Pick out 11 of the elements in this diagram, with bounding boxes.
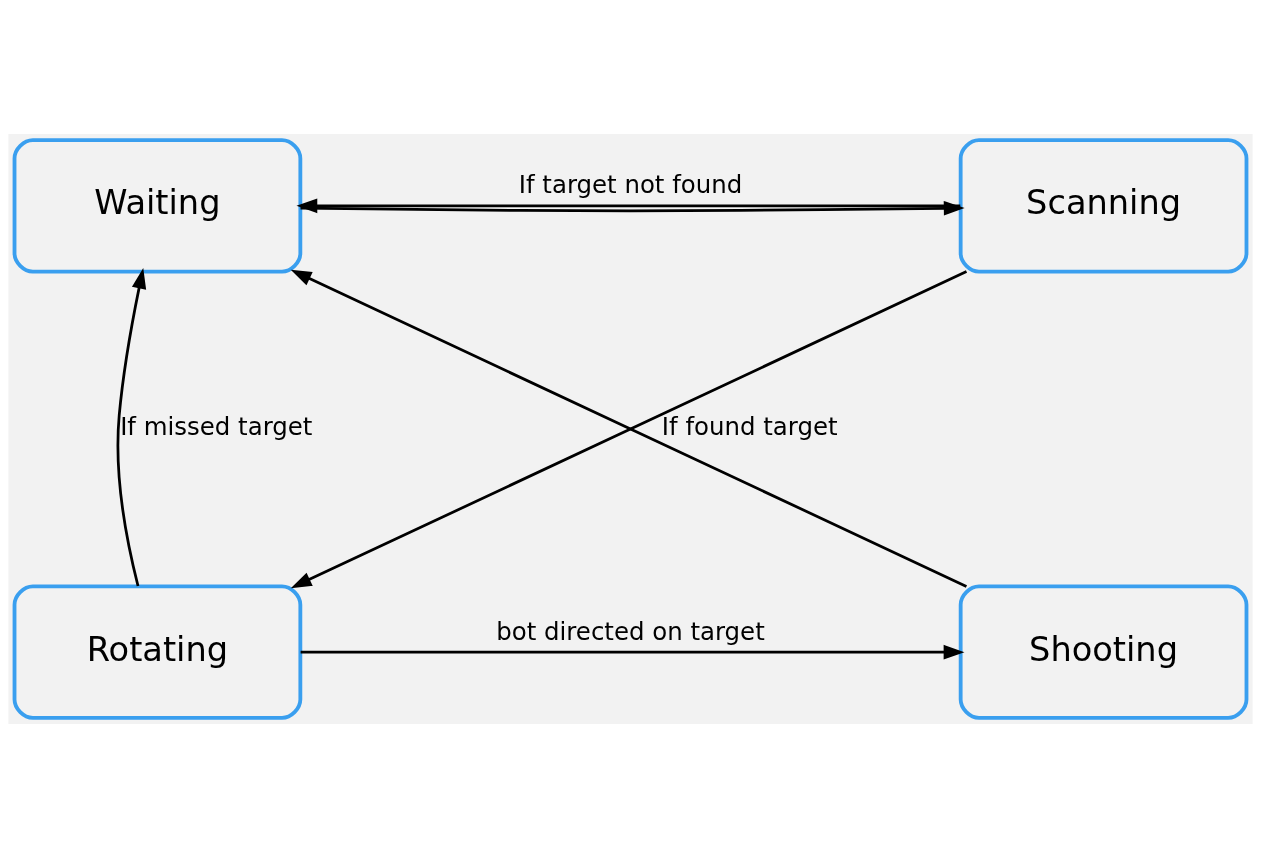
node-box: Shooting	[958, 584, 1249, 720]
edge-label: If found target	[661, 411, 838, 441]
edge-label: bot directed on target	[496, 616, 765, 646]
node-box: Waiting	[12, 138, 303, 274]
arrow	[296, 198, 961, 214]
arrow	[116, 267, 147, 587]
edge-label: If target not found	[518, 170, 743, 200]
node-box: Rotating	[12, 584, 303, 720]
edge-label: If missed target	[120, 411, 313, 441]
node-box: Scanning	[958, 138, 1249, 274]
arrow	[300, 644, 965, 660]
